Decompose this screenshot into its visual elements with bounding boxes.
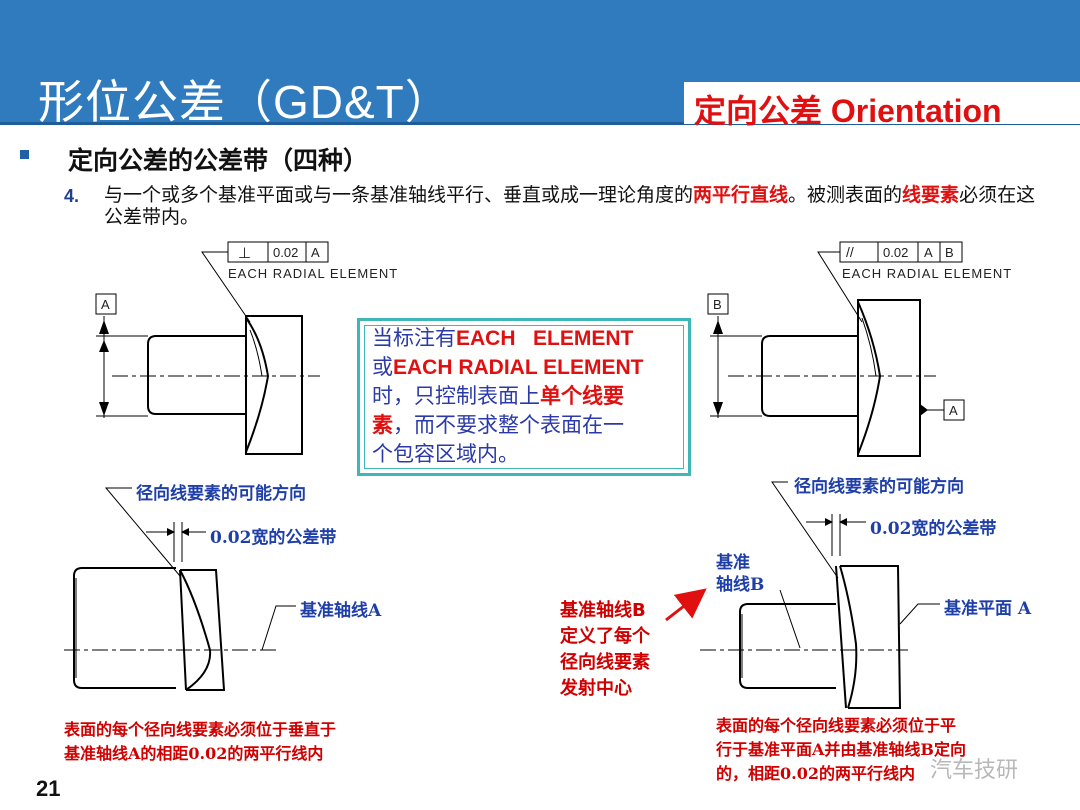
bullet-square-icon bbox=[20, 150, 29, 159]
right-center-l2: 定义了每个 bbox=[560, 626, 650, 647]
right-center-note: 基准轴线B 定义了每个 径向线要素 发射中心 bbox=[560, 598, 650, 702]
callout-line-5: 个包容区域内。 bbox=[372, 442, 519, 466]
callout-line-4: 素，而不要求整个表面在一 bbox=[372, 411, 692, 440]
left-caption: 表面的每个径向线要素必须位于垂直于 基准轴线A的相距0.02的两平行线内 bbox=[64, 718, 336, 766]
callout-l3b: 单个线要 bbox=[540, 385, 624, 408]
right-datum-axis-l2: 轴线B bbox=[716, 575, 765, 595]
callout-l2a: 或 bbox=[372, 355, 393, 379]
right-note: EACH RADIAL ELEMENT bbox=[842, 266, 1013, 281]
subtitle-background bbox=[684, 82, 1080, 124]
item-description: 与一个或多个基准平面或与一条基准轴线平行、垂直或成一理论角度的两平行直线。被测表… bbox=[104, 184, 1044, 228]
right-caption-line-2: 行于基准平面A并由基准轴线B定向 bbox=[716, 740, 966, 759]
left-caption-line-1: 表面的每个径向线要素必须位于垂直于 bbox=[64, 720, 337, 739]
item-highlight-1: 两平行直线 bbox=[693, 184, 789, 206]
callout-box bbox=[357, 318, 691, 476]
item-highlight-2: 线要素 bbox=[902, 184, 960, 206]
slide-title: 形位公差（GD&T） bbox=[38, 76, 452, 128]
left-note: EACH RADIAL ELEMENT bbox=[228, 266, 399, 281]
callout-l4b: ，而不要求整个表面在一 bbox=[393, 413, 624, 437]
callout-text: 当标注有EACH ELEMENT 或EACH RADIAL ELEMENT 时，… bbox=[372, 324, 692, 468]
left-fcf-value: 0.02 bbox=[273, 245, 299, 260]
callout-inner-border bbox=[364, 325, 684, 469]
right-fcf-datum-b: B bbox=[945, 245, 954, 260]
left-direction-label: 径向线要素的可能方向 bbox=[136, 484, 306, 504]
callout-l1b: EACH ELEMENT bbox=[456, 327, 634, 350]
right-bottom-zone bbox=[700, 481, 940, 709]
right-top-part bbox=[707, 241, 965, 457]
right-datum-label-b: B bbox=[713, 297, 722, 312]
callout-line-3: 时，只控制表面上单个线要 bbox=[372, 382, 692, 411]
watermark: 汽车技研 bbox=[930, 758, 1019, 783]
right-plane-label: 基准平面 A bbox=[944, 599, 1032, 619]
left-fcf-datum: A bbox=[311, 245, 320, 260]
bullet-heading: 定向公差的公差带（四种） bbox=[68, 146, 369, 175]
right-caption-line-1: 表面的每个径向线要素必须位于平 bbox=[716, 716, 957, 735]
callout-l3a: 时，只控制表面上 bbox=[372, 384, 540, 408]
slide-subtitle: 定向公差 Orientation bbox=[694, 93, 1002, 129]
item-number: 4. bbox=[64, 186, 80, 206]
right-datum-axis-label: 基准 轴线B bbox=[716, 552, 764, 596]
callout-line-2: 或EACH RADIAL ELEMENT bbox=[372, 353, 692, 382]
left-fcf-symbol: ⊥ bbox=[238, 245, 252, 262]
left-caption-line-2: 基准轴线A的相距0.02的两平行线内 bbox=[64, 744, 324, 763]
right-zone-label: 0.02宽的公差带 bbox=[870, 519, 997, 539]
right-datum-label-a: A bbox=[949, 403, 958, 418]
callout-l2b: EACH RADIAL ELEMENT bbox=[393, 356, 644, 379]
right-fcf-datum-a: A bbox=[924, 245, 933, 260]
title-bar-underline bbox=[0, 122, 1080, 125]
right-direction-label: 径向线要素的可能方向 bbox=[794, 477, 964, 497]
right-caption-line-3: 的，相距0.02的两平行线内 bbox=[716, 764, 915, 783]
right-caption: 表面的每个径向线要素必须位于平 行于基准平面A并由基准轴线B定向 的，相距0.0… bbox=[716, 714, 966, 786]
page-number: 21 bbox=[36, 776, 61, 801]
right-fcf-symbol: // bbox=[846, 244, 854, 260]
right-fcf-value: 0.02 bbox=[883, 245, 909, 260]
callout-l1a: 当标注有 bbox=[372, 326, 456, 350]
left-axis-label: 基准轴线A bbox=[300, 601, 382, 621]
callout-l4a: 素 bbox=[372, 414, 393, 437]
item-text-1: 与一个或多个基准平面或与一条基准轴线平行、垂直或成一理论角度的 bbox=[104, 184, 694, 206]
right-center-l1: 基准轴线B bbox=[560, 600, 646, 621]
item-text-3: 必须在这公差带内。 bbox=[104, 184, 1036, 228]
right-center-l3: 径向线要素 bbox=[560, 652, 650, 673]
left-top-part bbox=[95, 241, 329, 455]
left-zone-label: 0.02宽的公差带 bbox=[210, 528, 337, 548]
right-center-l4: 发射中心 bbox=[560, 678, 632, 699]
left-bottom-zone bbox=[64, 487, 296, 691]
callout-line-1: 当标注有EACH ELEMENT bbox=[372, 324, 692, 353]
item-text-2: 。被测表面的 bbox=[788, 184, 903, 206]
right-datum-axis-l1: 基准 bbox=[716, 553, 750, 573]
left-datum-label: A bbox=[101, 297, 110, 312]
